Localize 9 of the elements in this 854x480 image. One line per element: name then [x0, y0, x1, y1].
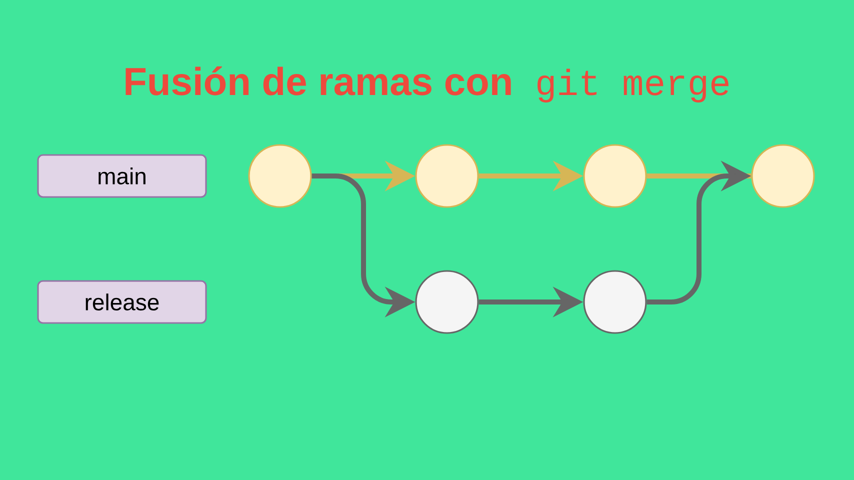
commit-circle	[415, 144, 479, 208]
title: Fusión de ramas con git merge	[126, 66, 728, 103]
branch-label: release	[37, 280, 207, 324]
commit-circle	[751, 144, 815, 208]
branch-label: main	[37, 154, 207, 198]
commit-circle	[583, 270, 647, 334]
commit-circle	[248, 144, 312, 208]
commit-circle	[583, 144, 647, 208]
commit-circle	[415, 270, 479, 334]
